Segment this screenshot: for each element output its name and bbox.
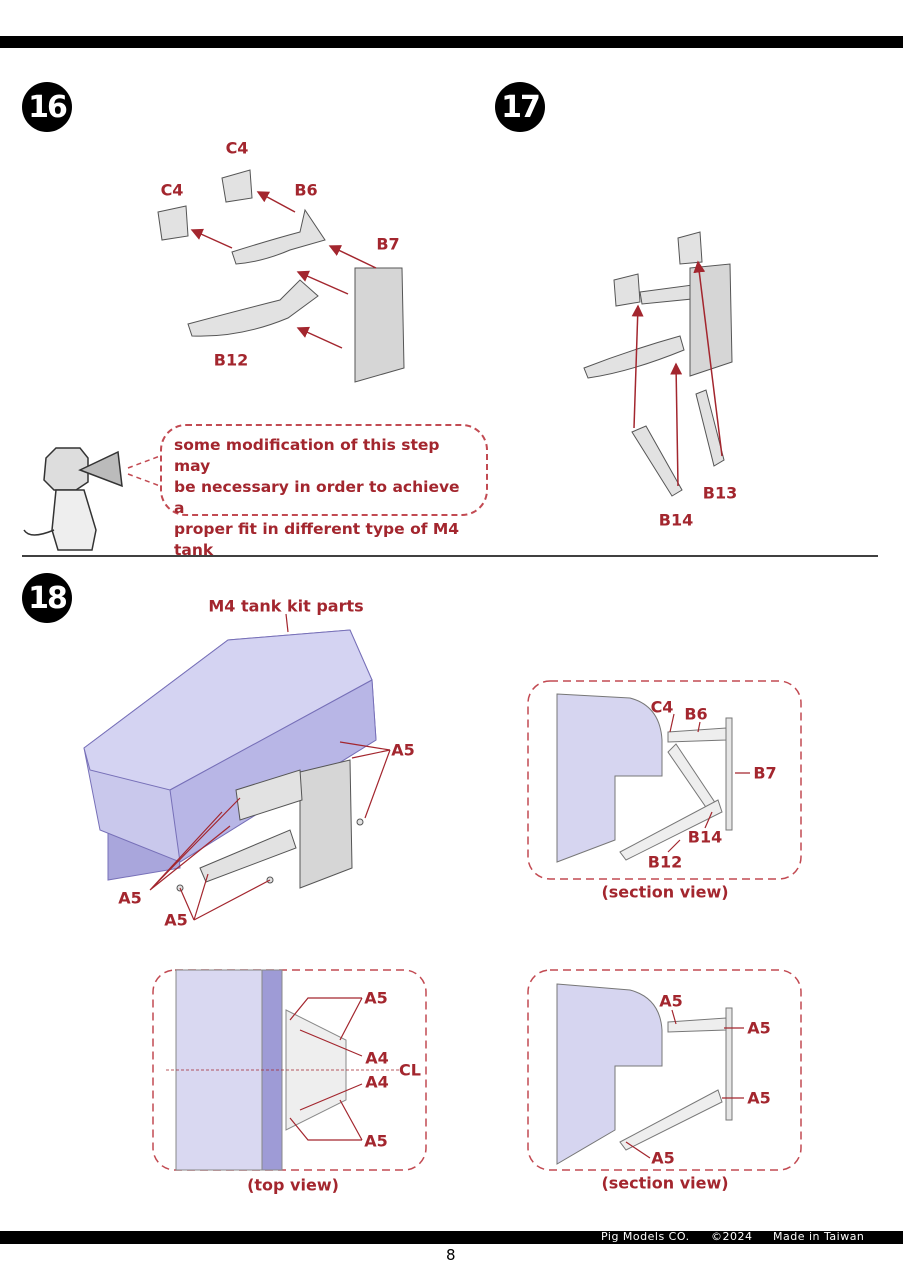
step18-leader-lines [149,613,391,921]
part-label-a4: A4 [365,1072,389,1092]
footer-company: Pig Models CO. [601,1230,690,1243]
section-view-2-drawing [556,983,733,1165]
mascot-cat-with-megaphone-icon [23,447,123,551]
tank-kit-parts-label: M4 tank kit parts [208,596,364,616]
header-bar [0,36,903,48]
part-label-a5: A5 [364,988,388,1008]
part-label-b12: B12 [213,350,249,370]
part-label-b6: B6 [684,704,708,724]
step16-arrows [190,191,377,349]
section-view-caption: (section view) [601,882,729,902]
part-label-a5: A5 [747,1088,771,1108]
section-view-1-drawing [556,693,733,863]
part-label-a5: A5 [651,1148,675,1168]
part-label-b14: B14 [687,827,723,847]
part-label-b7: B7 [376,234,400,254]
part-label-b12: B12 [647,852,683,872]
part-label-b7: B7 [753,763,777,783]
step18-mount-parts [176,759,364,892]
top-view-frame [152,969,427,1171]
part-label-b13: B13 [702,483,738,503]
section-view-1-frame [527,680,802,880]
part-label-c4: C4 [650,697,674,717]
part-label-b6: B6 [294,180,318,200]
part-label-c4: C4 [225,138,249,158]
part-label-b14: B14 [658,510,694,530]
part-label-a5: A5 [747,1018,771,1038]
step-number-18: 18 [22,573,72,623]
part-label-c4: C4 [160,180,184,200]
section-view-caption: (section view) [601,1173,729,1193]
note-line: be necessary in order to achieve a [174,478,460,517]
part-label-a5: A5 [164,910,188,930]
part-label-a5: A5 [364,1131,388,1151]
note-line: proper fit in different type of M4 tank [174,520,460,559]
note-line: some modification of this step may [174,436,440,475]
part-label-a5: A5 [118,888,142,908]
footer-origin: Made in Taiwan [773,1230,865,1243]
footer-copyright: ©2024 [711,1230,753,1243]
note-callout: some modification of this step may be ne… [160,424,488,559]
part-label-a4: A4 [365,1048,389,1068]
top-view-caption: (top view) [247,1175,339,1195]
page-number: 8 [446,1246,456,1264]
step-number-17: 17 [495,82,545,132]
part-label-a5: A5 [659,991,683,1011]
part-label-a5: A5 [391,740,415,760]
section-view-2-frame [527,969,802,1171]
centerline-label: CL [399,1060,421,1080]
step16-diagram [157,169,405,383]
step17-arrows [631,260,723,487]
step17-diagram [583,231,733,497]
step-number-16: 16 [22,82,72,132]
footer-bar [0,1231,903,1244]
